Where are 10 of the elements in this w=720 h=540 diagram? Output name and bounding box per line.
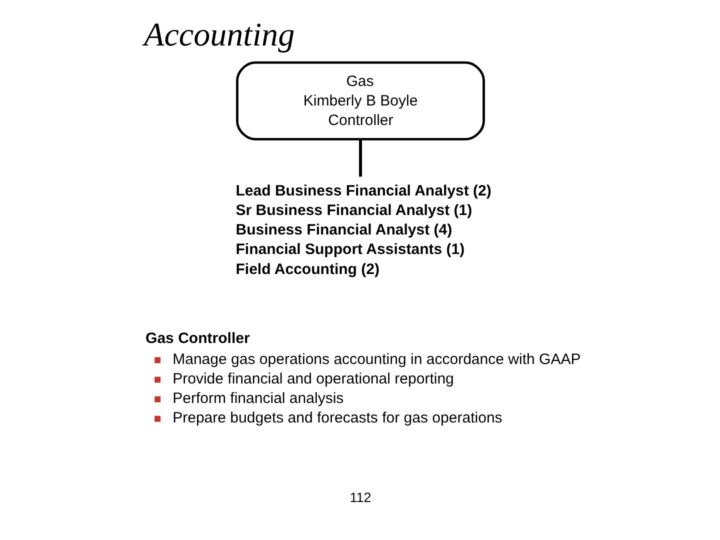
label: Provide financial and operational reporting	[172, 370, 454, 388]
node-box: Gas Kimberly B Boyle Controller	[236, 61, 484, 140]
label: 112	[349, 490, 371, 505]
connector	[358, 139, 362, 177]
label: Prepare budgets and forecasts for gas operations	[172, 410, 502, 427]
label: Gas Controller	[145, 330, 250, 347]
label: Perform financial analysis	[172, 390, 344, 408]
diagram-title: Accounting	[144, 17, 294, 54]
node-text: Lead Business Financial Analyst (2) Sr Business Financial Analyst (1) Business Financial Analyst (4) Financial Support Assistants (1) Field Accounting (2)	[235, 182, 491, 278]
label: Manage gas operations accounting in accordance with GAAP	[172, 350, 580, 368]
